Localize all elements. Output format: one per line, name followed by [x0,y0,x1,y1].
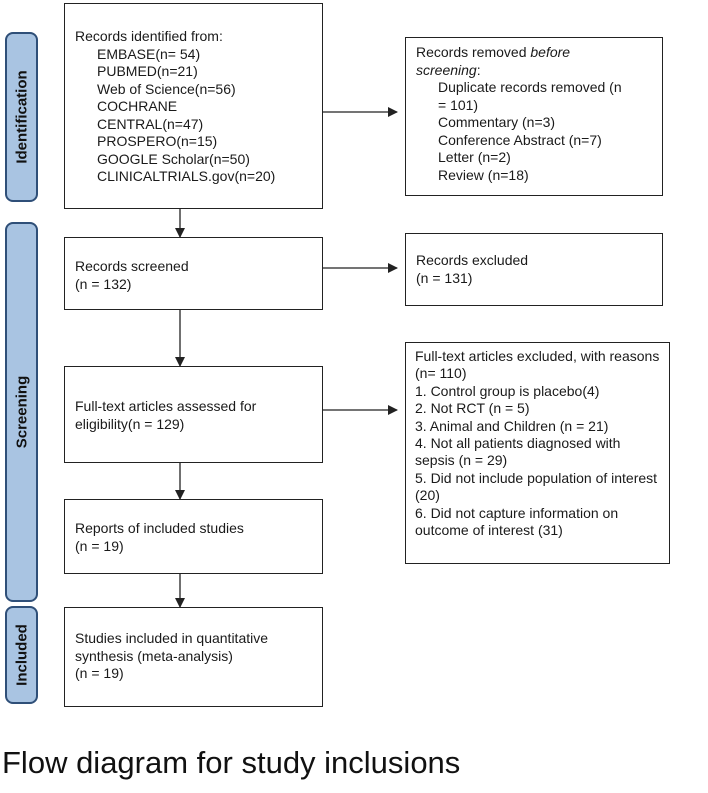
removed-duplicates-count: = 101) [438,96,479,113]
records-screened-label: Records screened [75,258,189,274]
removed-heading-emph: before [530,44,571,60]
exclusion-reason-5-cont: (20) [415,487,440,504]
source-central: CENTRAL(n=47) [97,115,204,132]
records-excluded-box: Records excluded (n = 131) [405,233,663,306]
removed-commentary: Commentary (n=3) [438,114,556,130]
removed-review: Review (n=18) [438,166,529,183]
fulltext-excluded-count: (n= 110) [415,365,467,382]
records-excluded-count: (n = 131) [416,269,473,286]
source-prospero: PROSPERO(n=15) [97,133,218,149]
removed-heading-suffix: screening [416,61,477,78]
reports-included-count: (n = 19) [75,537,124,554]
exclusion-reason-3: 3. Animal and Children (n = 21) [415,417,609,434]
reports-included-box: Reports of included studies (n = 19) [64,499,323,574]
figure-caption: Flow diagram for study inclusions [2,745,461,780]
removed-heading-colon: : [476,61,481,78]
source-google-scholar: GOOGLE Scholar(n=50) [97,150,250,167]
exclusion-reason-4-cont: sepsis (n = 29) [415,452,508,469]
source-cochrane: COCHRANE [97,98,178,114]
studies-included-box: Studies included in quantitative synthes… [64,607,323,707]
fulltext-excluded-heading: Full-text articles excluded, with reason… [415,348,660,364]
phase-identification: Identification [5,32,38,202]
studies-included-label: Studies included in quantitative [75,630,269,646]
removed-heading-prefix: Records removed [416,44,531,60]
reports-included-label: Reports of included studies [75,520,244,536]
exclusion-reason-5: 5. Did not include population of interes… [415,469,658,486]
exclusion-reason-2: 2. Not RCT (n = 5) [415,400,530,417]
phase-screening: Screening [5,222,38,602]
fulltext-excluded-box: Full-text articles excluded, with reason… [405,342,670,564]
records-identified-heading: Records identified from: [75,28,223,44]
records-removed-box: Records removed before screening: Duplic… [405,37,663,196]
fulltext-assessed-count: eligibility(n = 129) [75,415,185,432]
fulltext-assessed-label: Full-text articles assessed for [75,398,257,414]
exclusion-reason-4: 4. Not all patients diagnosed with [415,435,621,452]
source-pubmed: PUBMED(n=21) [97,63,198,79]
exclusion-reason-1: 1. Control group is placebo(4) [415,382,600,399]
source-clinicaltrials: CLINICALTRIALS.gov(n=20) [97,168,276,184]
records-screened-count: (n = 132) [75,275,132,292]
removed-duplicates: Duplicate records removed (n [438,79,622,95]
exclusion-reason-6: 6. Did not capture information on [415,504,619,521]
records-removed-heading-2: screening: [416,62,652,80]
fulltext-assessed-box: Full-text articles assessed for eligibil… [64,366,323,463]
source-embase: EMBASE(n= 54) [97,45,201,62]
records-excluded-label: Records excluded [416,252,529,268]
records-removed-heading: Records removed before [416,44,652,62]
source-web-of-science: Web of Science(n=56) [97,80,236,97]
removed-letter: Letter (n=2) [438,149,511,165]
studies-included-label-2: synthesis (meta-analysis) [75,647,233,664]
records-screened-box: Records screened (n = 132) [64,237,323,310]
records-identified-box: Records identified from: EMBASE(n= 54) P… [64,3,323,209]
phase-included: Included [5,606,38,704]
removed-conference-abstract: Conference Abstract (n=7) [438,131,602,148]
studies-included-count: (n = 19) [75,665,124,681]
exclusion-reason-6-cont: outcome of interest (31) [415,522,563,539]
